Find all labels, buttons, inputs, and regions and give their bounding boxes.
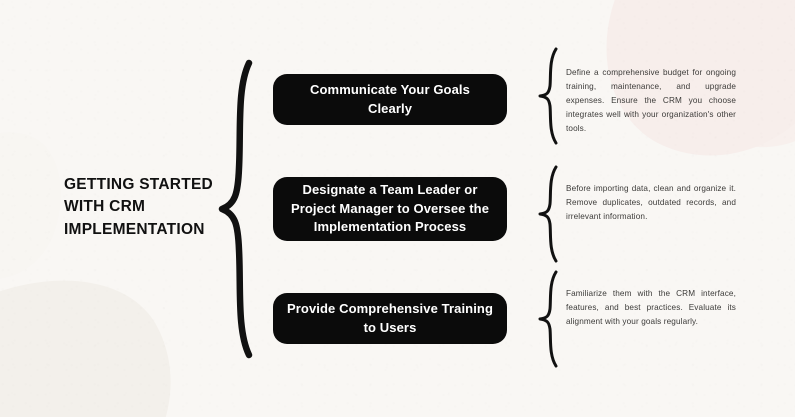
step-1-title-box[interactable]: Communicate Your Goals Clearly	[273, 74, 507, 125]
step-2-title-box[interactable]: Designate a Team Leader or Project Manag…	[273, 177, 507, 241]
step-3-description: Familiarize them with the CRM interface,…	[566, 289, 736, 327]
page-title: GETTING STARTED WITH CRM IMPLEMENTATION	[64, 176, 213, 238]
step-2-title-text: Designate a Team Leader or Project Manag…	[290, 182, 490, 235]
step-2-description: Before importing data, clean and organiz…	[566, 184, 736, 222]
step-1-title-text: Communicate Your Goals Clearly	[310, 82, 470, 116]
step-1-curly-brace-icon	[536, 46, 562, 146]
step-3-title-text: Provide Comprehensive Training to Users	[287, 301, 493, 335]
step-3-curly-brace-icon	[536, 269, 562, 369]
step-2-curly-brace-icon	[536, 164, 562, 264]
main-curly-brace-icon	[216, 58, 256, 360]
step-1-description: Define a comprehensive budget for ongoin…	[566, 68, 736, 134]
step-3-title-box[interactable]: Provide Comprehensive Training to Users	[273, 293, 507, 344]
